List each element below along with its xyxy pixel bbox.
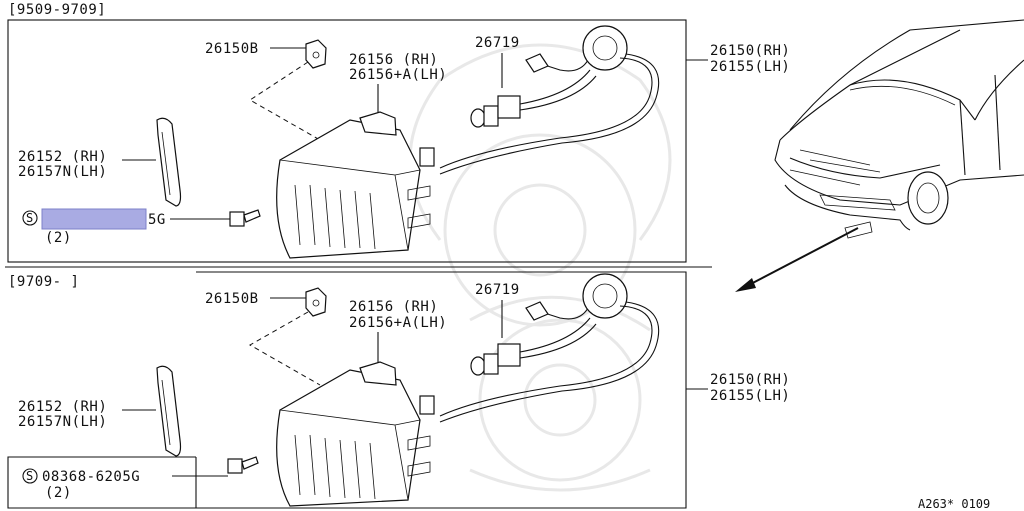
top-section-frame xyxy=(7,19,687,263)
lamp-housing xyxy=(276,111,435,259)
label-housing-lh-bottom: 26156+A(LH) xyxy=(349,315,447,331)
top-assembly: 26150B 26156 (RH) 26156+A(LH) 26719 2615… xyxy=(18,25,790,259)
screw-part xyxy=(229,209,261,227)
label-garnish-rh-bottom: 26152 (RH) xyxy=(18,399,107,415)
garnish-part-bottom xyxy=(156,365,182,457)
label-assembly-rh: 26150(RH) xyxy=(710,43,790,59)
label-housing-lh: 26156+A(LH) xyxy=(349,67,447,83)
pointer-arrow xyxy=(735,227,859,292)
label-housing-rh: 26156 (RH) xyxy=(349,52,438,68)
lamp-housing-bottom xyxy=(276,361,435,507)
label-bracket-bottom: 26150B xyxy=(205,291,259,307)
screw-part-bottom xyxy=(227,456,259,474)
label-bulb-bottom: 26719 xyxy=(475,282,520,298)
label-housing-rh-bottom: 26156 (RH) xyxy=(349,299,438,315)
svg-text:S: S xyxy=(26,469,33,483)
label-bulb: 26719 xyxy=(475,35,520,51)
screw-code-bottom: 08368-6205G xyxy=(42,469,140,485)
label-assembly-rh-bottom: 26150(RH) xyxy=(710,372,790,388)
wiring-harness-bottom xyxy=(439,273,660,423)
screw-symbol-bottom: S xyxy=(22,468,38,484)
bulb-socket-bottom xyxy=(470,343,521,376)
screw-qty: (2) xyxy=(45,230,72,246)
wiring-harness xyxy=(439,25,660,175)
bracket-26150b xyxy=(270,39,327,69)
svg-text:S: S xyxy=(26,211,33,225)
redacted-part-number xyxy=(41,208,147,230)
diagram-code: A263* 0109 xyxy=(918,497,990,511)
label-garnish-rh: 26152 (RH) xyxy=(18,149,107,165)
label-assembly-lh-bottom: 26155(LH) xyxy=(710,388,790,404)
top-date-range: [9509-9709] xyxy=(8,2,106,18)
bracket-26150b-bottom xyxy=(270,287,327,317)
label-garnish-lh-bottom: 26157N(LH) xyxy=(18,414,107,430)
garnish-part xyxy=(156,117,182,207)
bottom-section-frame xyxy=(7,271,687,509)
screw-symbol: S xyxy=(22,210,38,226)
label-garnish-lh: 26157N(LH) xyxy=(18,164,107,180)
bulb-socket xyxy=(470,95,521,128)
screw-code-suffix: 5G xyxy=(148,212,166,228)
label-assembly-lh: 26155(LH) xyxy=(710,59,790,75)
car-illustration xyxy=(774,19,1024,239)
bottom-assembly: 26150B 26156 (RH) 26156+A(LH) 26719 2615… xyxy=(18,273,790,507)
screw-qty-bottom: (2) xyxy=(45,485,72,501)
label-bracket: 26150B xyxy=(205,41,259,57)
bottom-date-range: [9709- ] xyxy=(8,274,79,290)
